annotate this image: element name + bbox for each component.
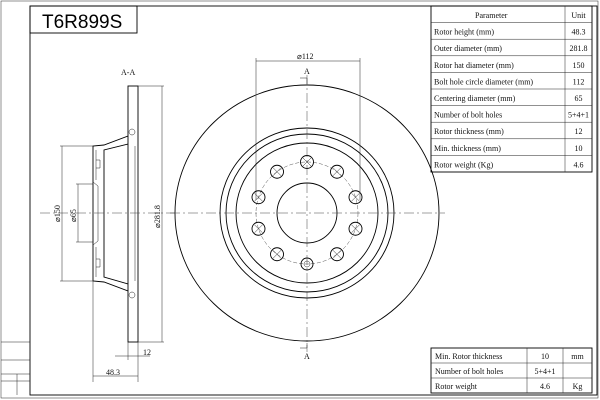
dim-centering: ⌀65 — [69, 209, 78, 222]
summary-label: Rotor weight — [435, 382, 478, 391]
hub-detail — [92, 150, 101, 277]
bolt-hole — [270, 247, 284, 262]
param-value: 65 — [575, 94, 583, 103]
summary-label: Number of bolt holes — [435, 367, 503, 376]
param-name: Bolt hole circle diameter (mm) — [434, 77, 533, 86]
dim-thickness: 12 — [143, 348, 151, 357]
inner-frame — [29, 5, 598, 396]
section-view: A-A ⌀150 ⌀65 ⌀281.8 12 48.3 — [40, 68, 175, 382]
front-view: ⌀112 A A — [170, 52, 445, 361]
bolt-hole — [251, 190, 266, 205]
part-number: T6R899S — [42, 12, 122, 33]
param-value: 112 — [573, 77, 585, 86]
summary-value: 10 — [541, 352, 549, 361]
bolt-hole — [348, 221, 363, 236]
param-name: Centering diameter (mm) — [434, 94, 516, 103]
param-value: 48.3 — [572, 28, 586, 37]
dim-bolt-circle: ⌀112 — [297, 52, 314, 61]
section-label: A-A — [121, 68, 135, 77]
dim-height: 48.3 — [106, 368, 120, 377]
param-name: Rotor thickness (mm) — [434, 127, 504, 136]
bolt-hole — [348, 190, 363, 205]
param-name: Rotor height (mm) — [434, 28, 494, 37]
param-value: 5+4+1 — [568, 111, 589, 120]
bolt-circle — [255, 161, 359, 265]
bolt-hole — [330, 247, 344, 262]
param-value: 10 — [575, 144, 583, 153]
param-name: Outer diameter (mm) — [434, 44, 502, 53]
rotor-plate-section — [127, 85, 139, 343]
bolt-hole — [330, 164, 344, 179]
section-marker-top: A — [304, 67, 310, 76]
dim-hat-diameter: ⌀150 — [53, 205, 62, 222]
param-value: 281.8 — [570, 44, 588, 53]
dim-outer-diameter: ⌀281.8 — [153, 205, 162, 228]
summary-unit: mm — [571, 352, 584, 361]
bolt-hole — [270, 164, 284, 179]
summary-value: 5+4+1 — [534, 367, 555, 376]
param-value: 4.6 — [574, 160, 584, 169]
hat-outline — [92, 135, 129, 292]
param-name: Rotor weight (Kg) — [434, 160, 493, 169]
section-marker-bottom: A — [304, 352, 310, 361]
summary-label: Min. Rotor thickness — [435, 352, 502, 361]
bolt-holes — [251, 155, 363, 271]
title-box — [29, 5, 138, 34]
param-name: Min. thickness (mm) — [434, 144, 501, 153]
header-parameter: Parameter — [475, 11, 508, 20]
summary-value: 4.6 — [540, 382, 550, 391]
param-name: Number of bolt holes — [434, 111, 502, 120]
param-name: Rotor hat diameter (mm) — [434, 61, 514, 70]
bolt-hole — [251, 221, 266, 236]
header-unit: Unit — [571, 11, 586, 20]
revision-table — [1, 341, 30, 395]
hat-inner — [103, 143, 129, 285]
param-value: 12 — [575, 127, 583, 136]
summary-unit: Kg — [573, 382, 583, 391]
param-value: 150 — [573, 61, 585, 70]
